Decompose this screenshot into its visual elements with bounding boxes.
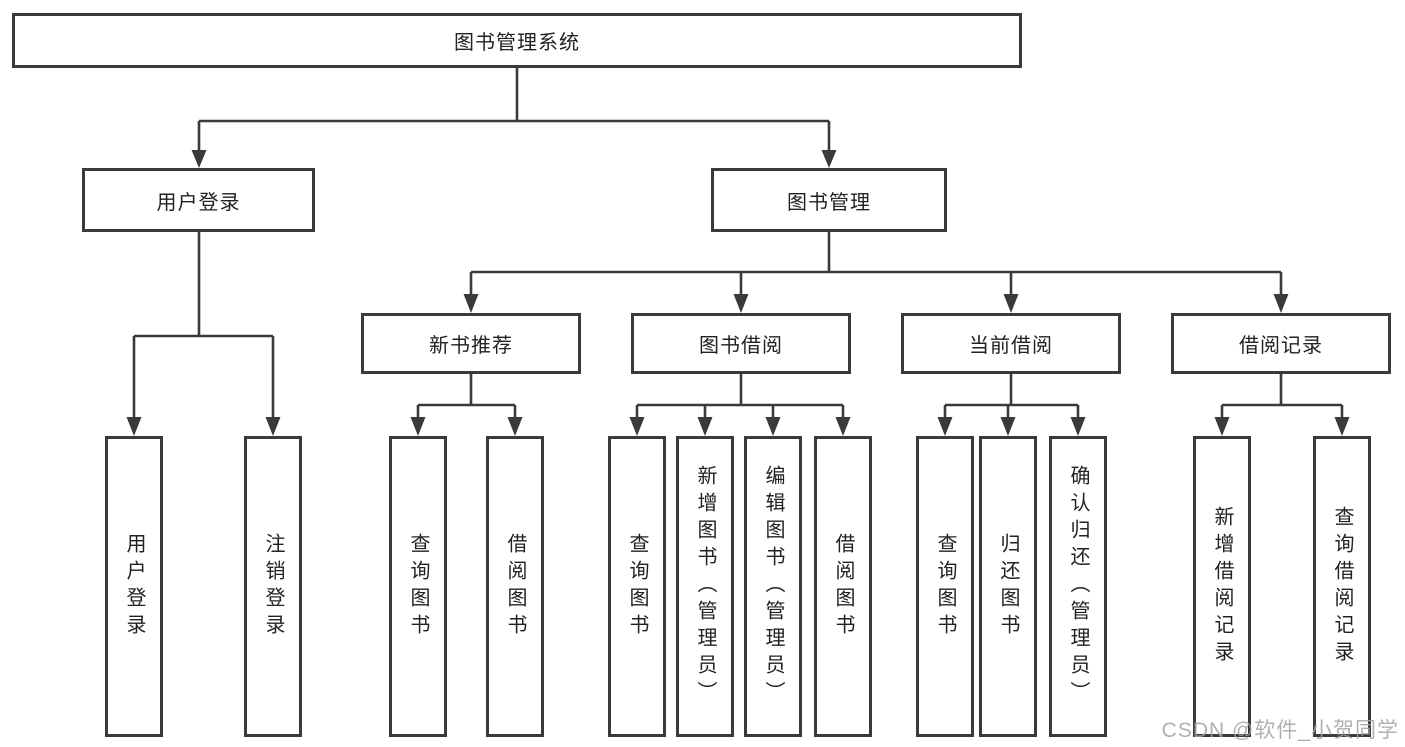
node-user-login-group: 用户登录 xyxy=(82,168,315,232)
node-leaf-borrow-book-1: 借阅图书 xyxy=(486,436,544,737)
node-label: 查询图书 xyxy=(407,532,429,641)
node-label: 确认归还（管理员） xyxy=(1067,465,1089,708)
node-leaf-query-book-1: 查询图书 xyxy=(389,436,447,737)
node-new-book-recommend: 新书推荐 xyxy=(361,313,581,374)
node-label: 查询借阅记录 xyxy=(1331,505,1353,668)
node-label: 新增借阅记录 xyxy=(1211,505,1233,668)
node-leaf-query-borrow-record: 查询借阅记录 xyxy=(1313,436,1371,737)
node-borrow-records: 借阅记录 xyxy=(1171,313,1391,374)
node-leaf-logout: 注销登录 xyxy=(244,436,302,737)
node-current-borrow: 当前借阅 xyxy=(901,313,1121,374)
node-leaf-confirm-return-admin: 确认归还（管理员） xyxy=(1049,436,1107,737)
node-label: 查询图书 xyxy=(626,532,648,641)
node-label: 用户登录 xyxy=(123,532,145,641)
node-leaf-return-book: 归还图书 xyxy=(979,436,1037,737)
node-leaf-query-book-2: 查询图书 xyxy=(608,436,666,737)
node-label: 借阅图书 xyxy=(504,532,526,641)
node-label: 新书推荐 xyxy=(429,335,513,357)
node-label: 查询图书 xyxy=(934,532,956,641)
node-label: 当前借阅 xyxy=(969,335,1053,357)
node-label: 归还图书 xyxy=(997,532,1019,641)
node-leaf-user-login: 用户登录 xyxy=(105,436,163,737)
node-leaf-add-book-admin: 新增图书（管理员） xyxy=(676,436,734,737)
node-leaf-query-book-3: 查询图书 xyxy=(916,436,974,737)
node-leaf-add-borrow-record: 新增借阅记录 xyxy=(1193,436,1251,737)
csdn-watermark: CSDN @软件_小贺同学 xyxy=(1161,719,1399,742)
node-label: 图书管理 xyxy=(787,191,871,214)
node-label: 注销登录 xyxy=(262,532,284,641)
node-label: 编辑图书（管理员） xyxy=(762,465,784,708)
node-label: 图书管理系统 xyxy=(454,32,580,54)
node-label: 图书借阅 xyxy=(699,335,783,357)
node-leaf-borrow-book-2: 借阅图书 xyxy=(814,436,872,737)
node-book-borrow: 图书借阅 xyxy=(631,313,851,374)
node-label: 用户登录 xyxy=(156,191,241,214)
node-label: 新增图书（管理员） xyxy=(694,465,716,708)
node-label: 借阅记录 xyxy=(1239,335,1323,357)
node-book-management-group: 图书管理 xyxy=(711,168,947,232)
node-leaf-edit-book-admin: 编辑图书（管理员） xyxy=(744,436,802,737)
node-label: 借阅图书 xyxy=(832,532,854,641)
node-library-system: 图书管理系统 xyxy=(12,13,1022,68)
